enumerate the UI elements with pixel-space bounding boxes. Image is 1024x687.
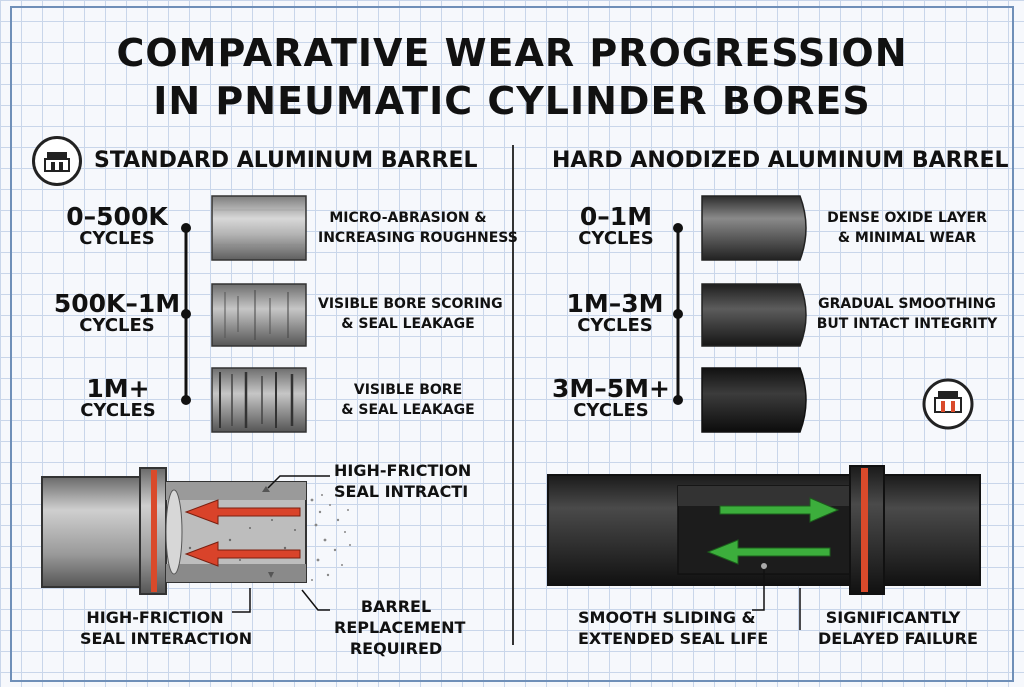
left-swatch-2 <box>211 283 307 347</box>
left-stage-2-range: 500K–1M <box>53 289 181 318</box>
center-divider <box>512 145 514 645</box>
right-stage-1-desc: DENSE OXIDE LAYER & MINIMAL WEAR <box>812 208 1002 248</box>
left-stage-1-desc: MICRO-ABRASION & INCREASING ROUGHNESS <box>318 208 518 248</box>
left-callout-bottom-right: BARREL REPLACEMENT REQUIRED <box>334 596 466 659</box>
right-callout-bottom-right-line-2: DELAYED FAILURE <box>818 629 978 648</box>
piston-icon <box>32 136 82 186</box>
right-stage-3-range: 3M–5M+ <box>552 374 670 403</box>
right-section-heading: HARD ANODIZED ALUMINUM BARREL <box>552 148 1009 173</box>
left-stage-2-desc: VISIBLE BORE SCORING & SEAL LEAKAGE <box>318 294 503 334</box>
right-stage-1-unit: CYCLES <box>578 228 654 250</box>
left-callout-top: HIGH-FRICTION SEAL INTRACTI <box>334 460 472 502</box>
left-stage-1-range: 0–500K <box>66 202 168 231</box>
left-timeline-dot-1 <box>181 223 191 233</box>
left-stage-3-desc-line-1: VISIBLE BORE <box>353 382 463 398</box>
right-swatch-2 <box>701 283 807 347</box>
piston-red-icon <box>922 378 974 430</box>
right-stage-1-desc-line-2: & MINIMAL WEAR <box>837 230 977 246</box>
right-stage-3-unit: CYCLES <box>573 400 649 422</box>
left-callout-top-line-2: SEAL INTRACTI <box>334 482 469 501</box>
left-callout-bottom-right-line-3: REQUIRED <box>349 639 443 658</box>
left-section-heading: STANDARD ALUMINUM BARREL <box>94 148 478 173</box>
left-stage-3-unit: CYCLES <box>80 400 156 422</box>
right-stage-2-label: 1M–3M CYCLES <box>565 289 665 337</box>
left-stage-2-unit: CYCLES <box>79 315 155 337</box>
right-timeline-dot-2 <box>673 309 683 319</box>
right-stage-1-range: 0–1M <box>579 202 653 231</box>
left-stage-2-label: 500K–1M CYCLES <box>52 289 182 337</box>
left-stage-2-desc-line-2: & SEAL LEAKAGE <box>341 316 475 332</box>
right-timeline-dot-3 <box>673 395 683 405</box>
right-stage-2-unit: CYCLES <box>577 315 653 337</box>
left-swatch-1 <box>211 195 307 261</box>
right-stage-3-label: 3M–5M+ CYCLES <box>552 374 670 422</box>
left-timeline-dot-3 <box>181 395 191 405</box>
left-stage-1-unit: CYCLES <box>79 228 155 250</box>
left-callout-bottom-right-line <box>301 589 330 611</box>
right-stage-2-desc: GRADUAL SMOOTHING BUT INTACT INTEGRITY <box>812 294 1002 334</box>
title-line-1: COMPARATIVE WEAR PROGRESSION <box>116 31 908 75</box>
right-swatch-1 <box>701 195 807 261</box>
left-stage-1-label: 0–500K CYCLES <box>62 202 172 250</box>
right-stage-2-desc-line-1: GRADUAL SMOOTHING <box>818 296 996 312</box>
right-callout-bottom-left-line-1: SMOOTH SLIDING & <box>578 608 756 627</box>
left-swatch-3 <box>211 367 307 433</box>
left-stage-2-desc-line-1: VISIBLE BORE SCORING <box>318 296 503 312</box>
left-callout-bottom-right-line-2: REPLACEMENT <box>334 618 466 637</box>
left-stage-1-desc-line-2: INCREASING ROUGHNESS <box>318 230 518 246</box>
right-callout-bottom-left-line <box>752 570 765 611</box>
right-swatch-3 <box>701 367 807 433</box>
left-callout-bottom-left: HIGH-FRICTION SEAL INTERACTION <box>80 607 253 649</box>
right-callout-bottom-right-line-1: SIGNIFICANTLY <box>825 608 961 627</box>
right-stage-2-range: 1M–3M <box>566 289 664 318</box>
right-cylinder <box>547 465 981 595</box>
left-stage-3-desc: VISIBLE BORE & SEAL LEAKAGE <box>318 380 498 420</box>
left-stage-1-desc-line-1: MICRO-ABRASION & <box>329 210 487 226</box>
left-timeline-dot-2 <box>181 309 191 319</box>
right-timeline-dot-1 <box>673 223 683 233</box>
left-stage-3-desc-line-2: & SEAL LEAKAGE <box>341 402 475 418</box>
left-callout-bottom-left-line-2: SEAL INTERACTION <box>80 629 253 648</box>
left-callout-bottom-right-line-1: BARREL <box>360 597 432 616</box>
diagram-frame <box>10 6 1014 682</box>
right-stage-1-label: 0–1M CYCLES <box>570 202 662 250</box>
left-stage-3-label: 1M+ CYCLES <box>68 374 168 422</box>
title-line-2: IN PNEUMATIC CYLINDER BORES <box>153 79 871 123</box>
right-stage-1-desc-line-1: DENSE OXIDE LAYER <box>827 210 987 226</box>
left-stage-3-range: 1M+ <box>86 374 150 403</box>
left-callout-bottom-left-line-1: HIGH-FRICTION <box>86 608 224 627</box>
left-cylinder <box>41 467 351 595</box>
right-callout-bottom-right: SIGNIFICANTLY DELAYED FAILURE <box>818 607 978 649</box>
right-stage-2-desc-line-2: BUT INTACT INTEGRITY <box>816 316 998 332</box>
left-callout-top-line <box>267 475 330 489</box>
left-callout-bottom-left-line <box>232 588 251 613</box>
right-callout-bottom-left-line-2: EXTENDED SEAL LIFE <box>578 629 769 648</box>
right-callout-bottom-left: SMOOTH SLIDING & EXTENDED SEAL LIFE <box>578 607 769 649</box>
left-callout-top-line-1: HIGH-FRICTION <box>334 461 472 480</box>
